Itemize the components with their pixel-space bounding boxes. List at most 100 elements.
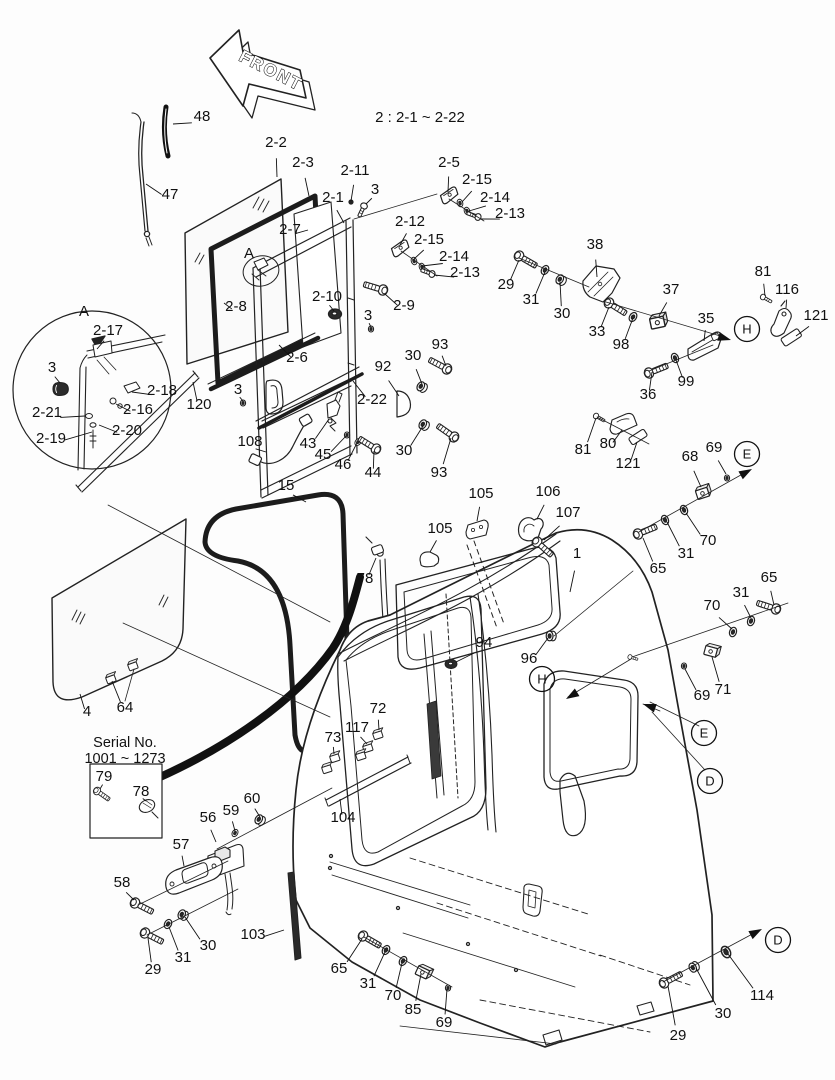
part-label-80: 80 [600, 435, 617, 452]
part-label-105: 105 [427, 520, 452, 537]
leader-line [223, 302, 233, 310]
leader-line [447, 176, 450, 193]
leader-line [587, 417, 597, 443]
leader-line [296, 229, 309, 234]
leader-line [559, 281, 562, 307]
view-marker-circle-E [733, 440, 761, 468]
part-label-65: 65 [331, 960, 348, 977]
view-marker-circle-D [696, 767, 724, 795]
clamp-80 [609, 412, 638, 435]
part-label-30: 30 [405, 347, 422, 364]
view-marker-letter-E: E [700, 726, 709, 741]
part-label-58: 58 [114, 874, 131, 891]
leader-line [329, 304, 335, 312]
part-label-108: 108 [237, 433, 262, 450]
view-marker-circle-H [733, 315, 761, 343]
leader-line [395, 962, 403, 988]
part-label-45: 45 [315, 446, 332, 463]
part-label-64: 64 [117, 699, 134, 716]
leader-line [336, 209, 345, 224]
leader-line [536, 504, 545, 520]
clip-plate-105 [465, 519, 489, 540]
part-label-114: 114 [750, 987, 774, 1004]
rail-2-6 [208, 335, 321, 392]
leader-line [347, 442, 358, 461]
harness-108 [248, 413, 313, 467]
part-label-96: 96 [521, 650, 538, 667]
part-label-70: 70 [385, 987, 402, 1004]
part-label-29: 29 [498, 276, 515, 293]
part-label-72: 72 [370, 700, 387, 717]
leader-line [64, 431, 93, 441]
leader-line [346, 938, 363, 963]
view-marker-letter-H: H [742, 322, 751, 337]
leader-line [727, 953, 754, 989]
part-label-44: 44 [365, 464, 382, 481]
part-label-35: 35 [698, 310, 715, 327]
part-label-2-13: 2-13 [495, 205, 525, 222]
part-label-2-6: 2-6 [286, 349, 308, 366]
leader-line [125, 891, 135, 901]
rail-2-6-edge [207, 332, 316, 385]
sash-2-7 [293, 201, 342, 348]
leader-line [181, 855, 185, 867]
part-label-107: 107 [555, 504, 580, 521]
leader-line [666, 521, 680, 547]
part-label-94: 94 [476, 634, 493, 651]
part-label-60: 60 [244, 790, 261, 807]
leader-line [595, 259, 598, 278]
leader-line [675, 359, 683, 378]
leader-line [410, 425, 424, 446]
leader-line [763, 283, 766, 297]
part-label-103: 103 [240, 926, 265, 943]
direction-arrowheads [566, 332, 762, 940]
part-label-31: 31 [733, 584, 750, 601]
part-label-2-10: 2-10 [312, 288, 342, 305]
leader-line [192, 381, 198, 401]
leader-line [292, 494, 307, 503]
view-marker-circle-E [690, 719, 718, 747]
leader-line [444, 988, 448, 1015]
pad-121-top [780, 328, 802, 347]
leader-line [231, 821, 236, 832]
leader-line [350, 184, 355, 202]
part-label-79: 79 [96, 768, 113, 785]
leader-line [718, 617, 733, 630]
leader-line [717, 460, 727, 475]
leader-line [429, 540, 437, 553]
leader-line [770, 590, 775, 606]
wedge-92 [396, 390, 412, 418]
strip-103 [287, 871, 302, 961]
part-label-70: 70 [704, 597, 721, 614]
rubber-cap-105 [419, 551, 440, 568]
leader-line [600, 306, 610, 327]
hook-clamp-106 [517, 517, 544, 542]
leader-line [372, 450, 375, 469]
leader-line [399, 233, 407, 246]
part-label-2-13: 2-13 [450, 264, 480, 281]
leader-line [624, 317, 634, 340]
leader-line [413, 249, 425, 260]
part-label-2-5: 2-5 [438, 154, 460, 171]
leader-line [658, 302, 668, 317]
part-label-93: 93 [432, 336, 449, 353]
leader-line [384, 293, 398, 306]
leader-line [210, 829, 217, 843]
part-label-2-3: 2-3 [292, 154, 314, 171]
leader-line [352, 380, 366, 397]
clip-64-extra-leader [124, 668, 135, 702]
part-label-2-20: 2-20 [112, 422, 142, 439]
detail-circle-A [12, 310, 172, 471]
leader-line [630, 441, 638, 460]
part-label-117: 117 [345, 719, 369, 736]
wiper-arm-47 [131, 112, 153, 247]
leader-line [612, 429, 623, 443]
part-label-3: 3 [48, 359, 56, 376]
leader-line [278, 344, 292, 358]
leader-line [667, 985, 676, 1026]
leader-line [695, 967, 717, 1006]
part-label-3: 3 [364, 307, 372, 324]
leader-line [365, 197, 373, 205]
